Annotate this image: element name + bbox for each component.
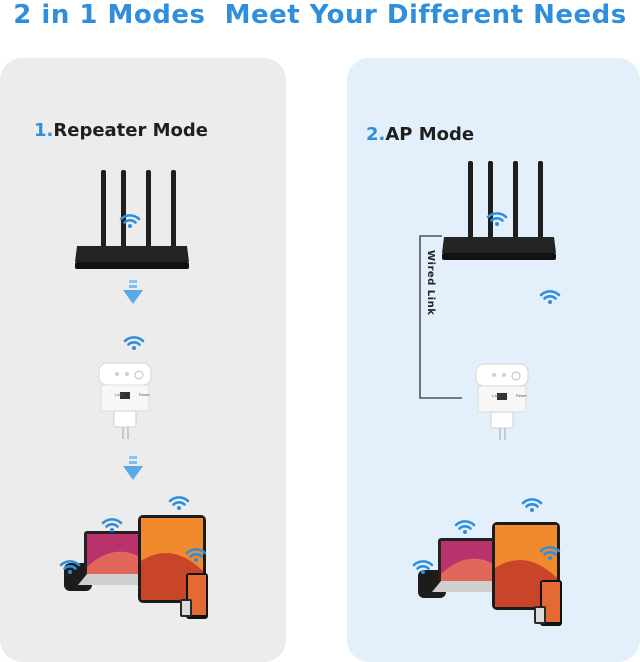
wifi-icon xyxy=(123,336,145,352)
wifi-icon xyxy=(521,498,543,514)
router xyxy=(442,161,556,260)
reset-label: Reset xyxy=(139,392,150,397)
ap-mode-title: 2.AP Mode xyxy=(366,124,474,145)
wifi-icon xyxy=(454,520,476,536)
ap-mode-name: AP Mode xyxy=(385,124,475,145)
repeater-mode-title: 1.Repeater Mode xyxy=(34,120,208,141)
ap-mode-number: 2. xyxy=(366,124,386,145)
wired-link-label: Wired Link xyxy=(425,250,436,316)
reset-label: Reset xyxy=(516,393,527,398)
repeater-mode-number: 1. xyxy=(34,120,54,141)
lan-port-label: LAN xyxy=(115,392,123,397)
devices-group xyxy=(418,522,562,626)
wifi-icon xyxy=(539,290,561,306)
headline: 2 in 1 Modes Meet Your Different Needs xyxy=(13,0,627,30)
lan-port-label: LAN xyxy=(492,393,500,398)
down-arrow-icon xyxy=(123,280,143,304)
repeater-mode-name: Repeater Mode xyxy=(53,120,209,141)
wifi-icon xyxy=(101,518,123,534)
wired-link-line xyxy=(419,235,462,399)
devices-group xyxy=(64,515,208,619)
down-arrow-icon xyxy=(123,456,143,480)
wifi-extender xyxy=(475,363,529,441)
wifi-extender xyxy=(98,362,152,440)
wifi-icon xyxy=(168,496,190,512)
